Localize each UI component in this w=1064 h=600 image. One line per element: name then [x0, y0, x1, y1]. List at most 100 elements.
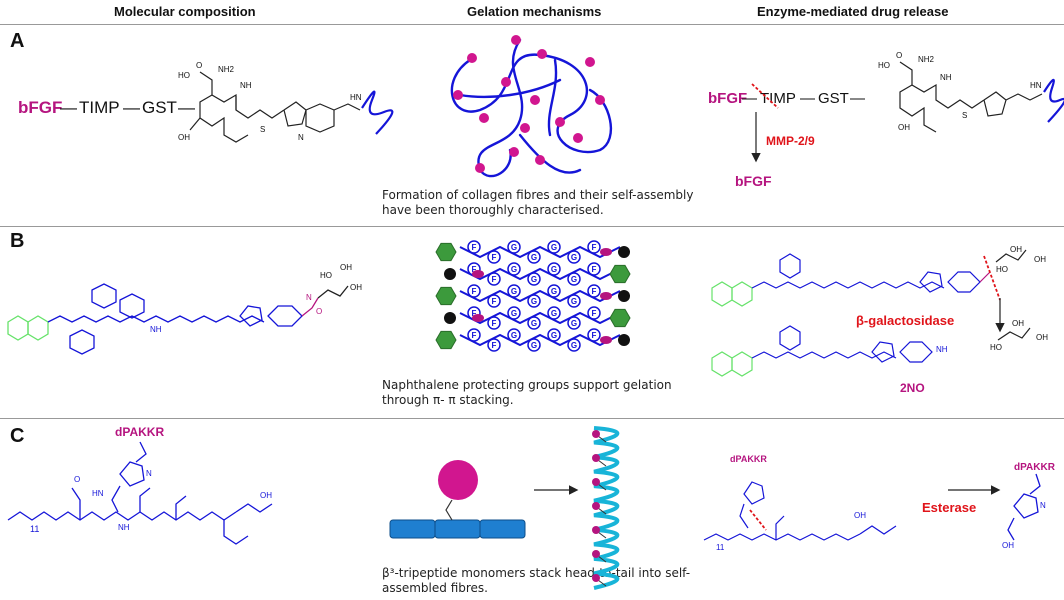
atom-b-oh1: OH [340, 263, 352, 272]
residue-label: G [531, 275, 537, 284]
enzyme-mmp: MMP-2/9 [766, 134, 815, 148]
header-molecular-composition: Molecular composition [114, 4, 256, 19]
caption-c-line2: assembled fibres. [382, 581, 488, 595]
caption-a-line1: Formation of collagen fibres and their s… [382, 188, 694, 202]
residue-label: F [472, 287, 477, 296]
molecule-b-right [711, 249, 1031, 377]
residue-label: F [492, 319, 497, 328]
atom-br-oh2: OH [1034, 255, 1046, 264]
residue-label: F [472, 265, 477, 274]
residue-bead [587, 262, 601, 276]
helix-linker [597, 555, 607, 563]
residue-bead [587, 240, 601, 254]
residue-bead [507, 262, 521, 276]
atom-a-nh2: NH2 [218, 65, 235, 74]
residue-label: G [551, 287, 557, 296]
residue-bead [507, 328, 521, 342]
molecule-a-right [899, 61, 1064, 133]
residue-label: F [492, 275, 497, 284]
no-donor-mark [472, 314, 484, 322]
atom-c-n: N [146, 469, 152, 478]
residue-bead [567, 294, 581, 308]
bfgf-label-right: bFGF [708, 90, 747, 107]
atom-b-n1: N [306, 293, 312, 302]
cleavage-site-b [983, 255, 1001, 301]
residue-label: G [571, 253, 577, 262]
helix-linker [597, 579, 607, 587]
caption-a-line2: have been thoroughly characterised. [382, 203, 604, 217]
residue-bead [527, 338, 541, 352]
residue-bead [467, 284, 481, 298]
atom-ar-o: O [896, 51, 902, 60]
residue-bead [487, 250, 501, 264]
atom-ar-ho: HO [878, 61, 890, 70]
end-group-dot [444, 312, 456, 324]
residue-label: F [592, 243, 597, 252]
atom-cr2-oh: OH [1002, 541, 1014, 550]
dash-2: — [123, 98, 140, 117]
atom-br-oh4: OH [1036, 333, 1048, 342]
residue-label: G [571, 341, 577, 350]
dash-right-1: — [742, 90, 757, 107]
helix-bead [592, 526, 600, 534]
atom-a-oh: OH [178, 133, 190, 142]
gst-label: GST [142, 98, 177, 117]
panel-letter-c: C [10, 425, 25, 447]
residue-label: F [592, 309, 597, 318]
released-2no: 2NO [900, 381, 925, 395]
naphthalene-group [435, 286, 457, 306]
residue-label: G [511, 331, 517, 340]
monomer-cartoon [389, 460, 526, 539]
residue-bead [567, 250, 581, 264]
residue-label: G [551, 243, 557, 252]
naphthalene-group [435, 242, 457, 262]
residue-label: F [492, 341, 497, 350]
dash-right-2: — [800, 90, 815, 107]
no-donor-mark [600, 292, 612, 300]
atom-a-nh: NH [240, 81, 252, 90]
atom-a-o1: O [196, 61, 202, 70]
atom-ar-s: S [962, 111, 967, 120]
atom-ar-nh: NH [940, 73, 952, 82]
caption-b-line1: Naphthalene protecting groups support ge… [382, 378, 672, 392]
atom-a-ho1: HO [178, 71, 190, 80]
timp-label-right: TIMP [760, 90, 796, 107]
residue-label: F [472, 331, 477, 340]
residue-bead [487, 294, 501, 308]
molecule-c-released [1007, 473, 1041, 541]
atom-c-oh: OH [260, 491, 272, 500]
caption-a: Formation of collagen fibres and their s… [382, 188, 693, 218]
residue-bead [547, 262, 561, 276]
residue-label: G [551, 309, 557, 318]
atom-a-s: S [260, 125, 265, 134]
helix-bead [592, 550, 600, 558]
residue-bead [547, 284, 561, 298]
residue-label: G [571, 297, 577, 306]
dash-3: — [178, 98, 195, 117]
released-dpakkr: dPAKKR [1014, 462, 1056, 473]
helix-linker [597, 483, 607, 491]
residue-bead [507, 306, 521, 320]
residue-label: G [571, 275, 577, 284]
molecule-a-left [189, 71, 394, 143]
residue-label: G [531, 253, 537, 262]
residue-label: F [472, 243, 477, 252]
atom-ar-oh: OH [898, 123, 910, 132]
residue-label: F [472, 309, 477, 318]
residue-bead [507, 240, 521, 254]
residue-label: G [511, 287, 517, 296]
molecule-c-right [703, 481, 897, 541]
end-group-dot [618, 290, 630, 302]
cleavage-site-a [751, 83, 779, 109]
atom-cr-oh: OH [854, 511, 866, 520]
dpakkr-label-right: dPAKKR [730, 454, 767, 464]
dpakkr-label: dPAKKR [115, 425, 164, 439]
residue-bead [547, 240, 561, 254]
helix-bead [592, 454, 600, 462]
atom-c-o1: O [74, 475, 80, 484]
atom-br-oh1: OH [1010, 245, 1022, 254]
residue-label: F [592, 265, 597, 274]
bfgf-label: bFGF [18, 98, 62, 117]
